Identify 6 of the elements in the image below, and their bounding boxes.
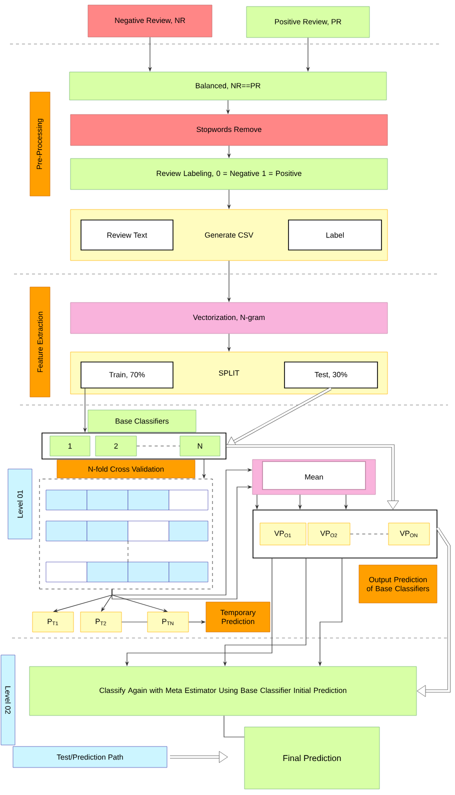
connector-line xyxy=(224,715,245,738)
output-box: Final Prediction xyxy=(244,726,380,790)
arrow xyxy=(416,527,450,697)
arrow xyxy=(226,387,332,447)
arrow xyxy=(226,444,399,510)
fold-container xyxy=(39,478,213,590)
